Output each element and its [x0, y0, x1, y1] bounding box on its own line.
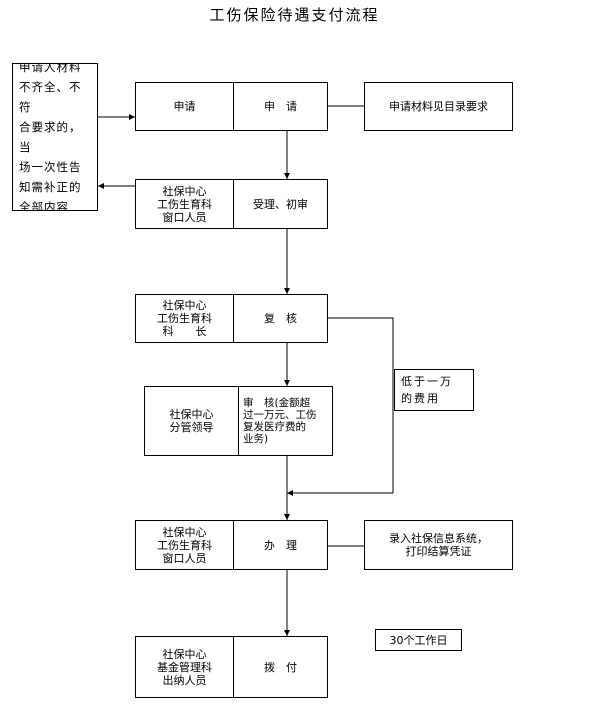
incomplete-materials-text: 申请人材料 不齐全、不符 合要求的，当 场一次性告 知需补正的 全部内容 — [19, 63, 82, 211]
page-title: 工伤保险待遇支付流程 — [209, 6, 380, 24]
under-10k-note-box: 低于一万 的费用 — [394, 369, 474, 411]
role-label: 社保中心 分管领导 — [169, 408, 214, 434]
deadline-note-text: 30个工作日 — [389, 633, 448, 647]
materials-note-text: 申请材料见目录要求 — [389, 100, 488, 113]
role-label: 社保中心 工伤生育科 科 长 — [157, 299, 212, 338]
role-box-window-staff: 社保中心 工伤生育科 窗口人员 — [135, 179, 234, 229]
under-10k-note-text: 低于一万 的费用 — [401, 375, 453, 405]
record-note-text: 录入社保信息系统， 打印结算凭证 — [389, 532, 488, 558]
step-box-pay: 拨 付 — [233, 636, 328, 698]
step-label: 复 核 — [264, 312, 297, 325]
role-label: 社保中心 基金管理科 出纳人员 — [157, 647, 212, 687]
deadline-note-box: 30个工作日 — [375, 629, 462, 651]
incomplete-materials-note: 申请人材料 不齐全、不符 合要求的，当 场一次性告 知需补正的 全部内容 — [12, 63, 98, 211]
step-box-process: 办 理 — [233, 520, 328, 570]
step-label: 审 核(金额超 过一万元、工伤 复发医疗费的 业务) — [243, 397, 317, 445]
role-box-cashier: 社保中心 基金管理科 出纳人员 — [135, 636, 234, 698]
line-review-bypass — [328, 317, 394, 493]
step-box-apply: 申 请 — [233, 82, 328, 131]
step-label: 拨 付 — [264, 660, 297, 674]
step-label: 办 理 — [264, 538, 297, 552]
role-box-window-staff-2: 社保中心 工伤生育科 窗口人员 — [135, 520, 234, 570]
role-label: 社保中心 工伤生育科 窗口人员 — [157, 184, 212, 224]
role-box-section-chief: 社保中心 工伤生育科 科 长 — [135, 294, 234, 343]
role-label: 社保中心 工伤生育科 窗口人员 — [157, 525, 212, 565]
step-box-accept: 受理、初审 — [233, 179, 328, 229]
materials-note-box: 申请材料见目录要求 — [364, 82, 513, 131]
step-label: 受理、初审 — [253, 197, 308, 211]
role-box-applicant: 申请 — [135, 82, 234, 131]
role-box-leader: 社保中心 分管领导 — [144, 386, 239, 456]
role-label: 申请 — [173, 100, 196, 113]
step-box-audit: 审 核(金额超 过一万元、工伤 复发医疗费的 业务) — [238, 386, 333, 456]
step-label: 申 请 — [264, 100, 297, 113]
record-note-box: 录入社保信息系统， 打印结算凭证 — [364, 520, 513, 570]
step-box-review: 复 核 — [233, 294, 328, 343]
